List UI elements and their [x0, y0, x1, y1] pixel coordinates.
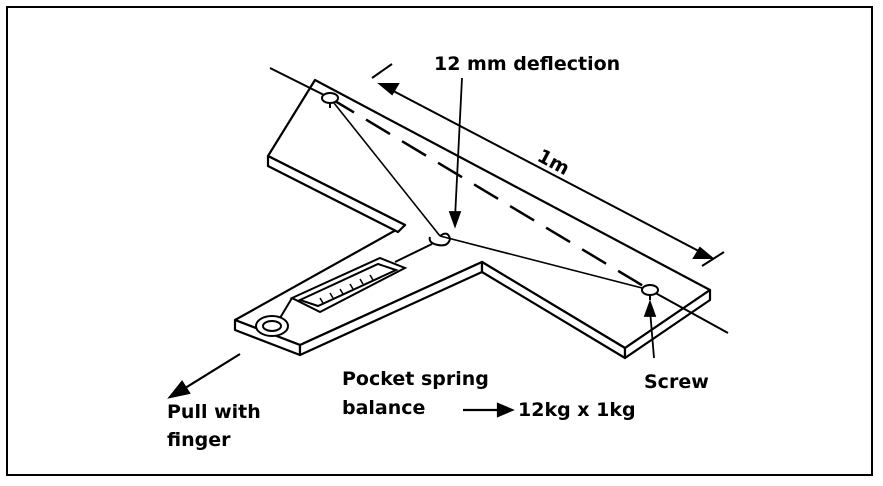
deflection-leader — [448, 77, 463, 229]
spring-balance-icon — [255, 232, 452, 337]
range-label: 12kg x 1kg — [518, 399, 636, 421]
tension-string — [329, 97, 651, 291]
pull-label-line2: finger — [167, 429, 231, 451]
pocket-balance-label-line1: Pocket spring — [342, 368, 489, 390]
wire-axis-line — [269, 67, 729, 334]
screw-label: Screw — [644, 371, 709, 393]
pocket-balance-label-line2: balance — [342, 397, 425, 419]
deflection-label: 12 mm deflection — [434, 53, 620, 75]
range-arrow-icon — [463, 402, 515, 418]
screw-right-icon — [641, 284, 659, 300]
pull-arrow-icon — [167, 353, 241, 399]
figure-frame — [6, 6, 873, 476]
screw-leader — [643, 299, 657, 359]
length-label: 1m — [534, 145, 573, 180]
pull-label-line1: Pull with — [167, 401, 261, 423]
screw-left-icon — [321, 92, 339, 108]
length-dimension — [371, 63, 725, 267]
